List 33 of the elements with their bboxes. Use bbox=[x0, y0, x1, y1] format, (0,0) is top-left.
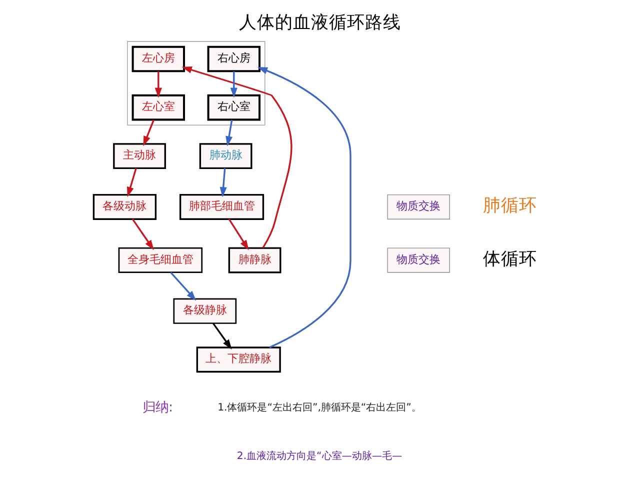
arrow bbox=[226, 120, 233, 146]
arrow bbox=[182, 66, 292, 248]
arrow bbox=[212, 322, 232, 350]
arrow bbox=[220, 168, 227, 198]
label: 2.血液流动方向是“心室—动脉—毛— bbox=[236, 451, 402, 462]
node-box: 右心室 bbox=[207, 94, 261, 121]
node-box: 上、下腔静脉 bbox=[196, 346, 281, 373]
node-box: 各级动脉 bbox=[92, 194, 157, 220]
label: 体循环 bbox=[483, 249, 538, 270]
node-box: 肺部毛细血管 bbox=[179, 194, 264, 220]
node-box: 左心房 bbox=[132, 46, 186, 72]
arrow bbox=[228, 218, 249, 250]
arrow bbox=[154, 71, 162, 98]
arrow bbox=[230, 71, 238, 98]
node-box: 肺静脉 bbox=[228, 247, 282, 274]
arrow bbox=[170, 272, 196, 301]
label: 1.体循环是“左出右回”,肺循环是“右出左回”。 bbox=[218, 402, 422, 414]
node-box: 右心房 bbox=[207, 46, 261, 72]
node-box: 全身毛细血管 bbox=[118, 247, 203, 274]
label: 肺循环 bbox=[483, 196, 538, 216]
arrow bbox=[257, 67, 352, 348]
arrow bbox=[143, 120, 155, 146]
node-box: 物质交换 bbox=[387, 194, 450, 220]
diagram-title: 人体的血液循环路线 bbox=[239, 12, 401, 33]
arrow bbox=[126, 168, 137, 198]
node-box: 各级静脉 bbox=[173, 298, 237, 324]
cluster bbox=[127, 41, 266, 126]
node-box: 主动脉 bbox=[113, 143, 166, 170]
node-box: 肺动脉 bbox=[199, 143, 252, 170]
label: 归纳: bbox=[142, 400, 173, 416]
arrow bbox=[132, 218, 154, 250]
node-box: 左心室 bbox=[132, 94, 186, 121]
node-box: 物质交换 bbox=[387, 248, 450, 273]
